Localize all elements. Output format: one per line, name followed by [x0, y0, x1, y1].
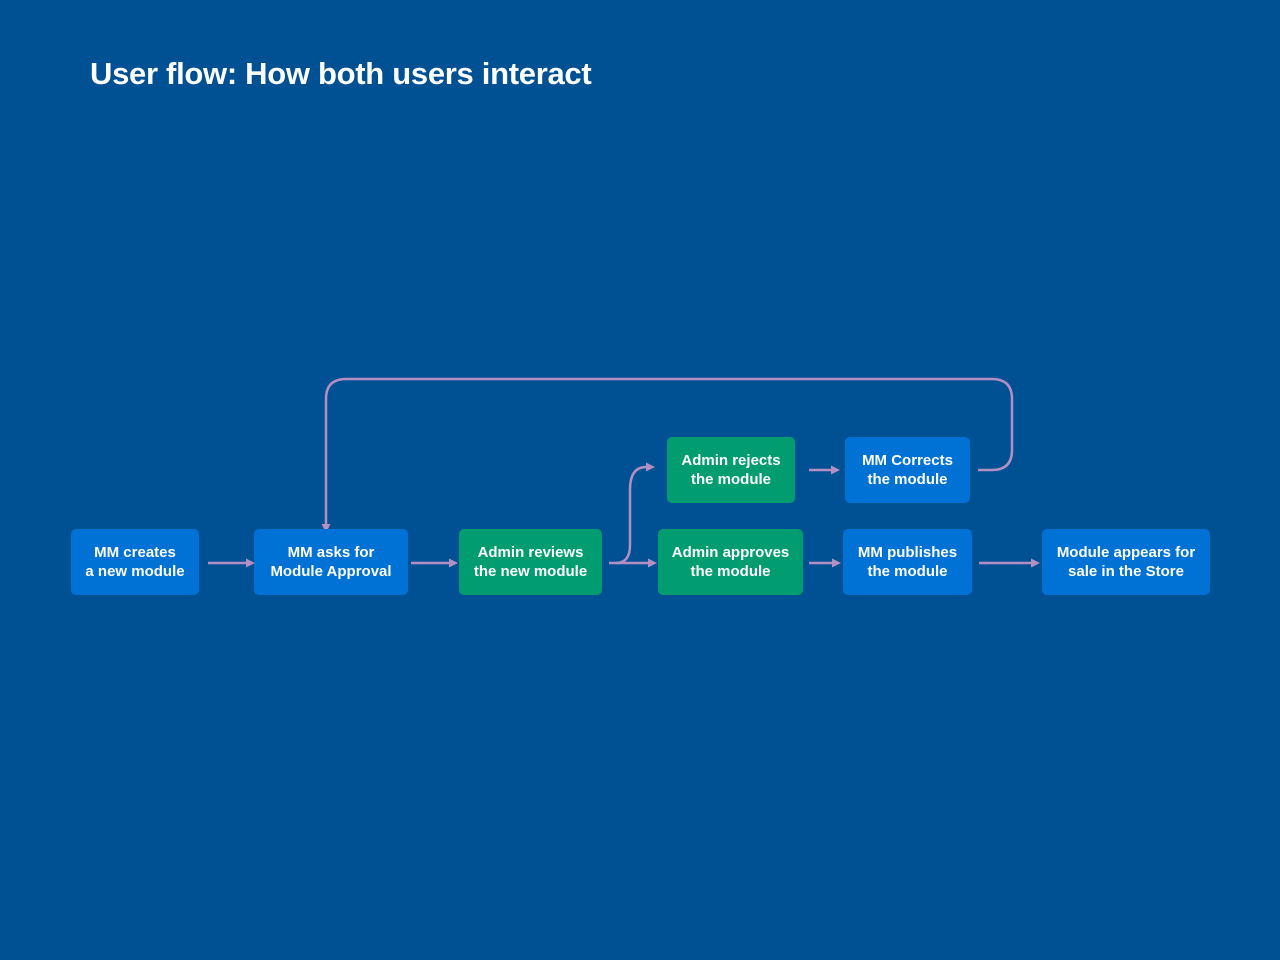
- node-admin-approves: Admin approves the module: [658, 529, 803, 595]
- edge-corrects-to-asks: [324, 377, 1014, 524]
- node-mm-asks: MM asks for Module Approval: [254, 529, 408, 595]
- arrowhead-rejects-to-corrects: [831, 465, 840, 475]
- arrowhead-creates-to-asks: [246, 558, 255, 568]
- node-label-line1: Admin reviews: [477, 544, 584, 561]
- node-label-line2: the module: [690, 471, 771, 488]
- node-admin-reviews: Admin reviews the new module: [459, 529, 602, 595]
- node-mm-publishes: MM publishes the module: [843, 529, 972, 595]
- node-label-line2: the module: [690, 563, 771, 580]
- node-label-line1: MM creates: [94, 544, 176, 561]
- node-label-line1: MM asks for: [287, 544, 375, 561]
- node-label-line2: the new module: [473, 563, 588, 580]
- arrowhead-approves-to-publishes: [832, 558, 841, 568]
- node-label-line2: the module: [867, 471, 948, 488]
- edge-reviews-to-rejects: [615, 465, 647, 565]
- node-mm-creates: MM creates a new module: [71, 529, 199, 595]
- arrowhead-asks-to-reviews: [449, 558, 458, 568]
- arrowhead-publishes-to-appears: [1031, 558, 1040, 568]
- node-label-line2: the module: [867, 563, 948, 580]
- page-title: User flow: How both users interact: [90, 56, 592, 91]
- node-label-line2: a new module: [85, 563, 185, 580]
- node-label-line1: MM publishes: [857, 544, 958, 561]
- node-label-line1: Module appears for: [1056, 544, 1196, 561]
- node-module-appears: Module appears for sale in the Store: [1042, 529, 1210, 595]
- arrowhead-corrects-to-asks: [321, 524, 331, 533]
- node-admin-rejects: Admin rejects the module: [667, 437, 795, 503]
- node-label-line1: Admin rejects: [681, 452, 781, 469]
- node-mm-corrects: MM Corrects the module: [845, 437, 970, 503]
- arrowhead-reviews-to-approves: [648, 558, 657, 568]
- node-label-line1: MM Corrects: [862, 452, 953, 469]
- node-label-line1: Admin approves: [671, 544, 790, 561]
- node-label-line2: Module Approval: [270, 563, 392, 580]
- arrowhead-reviews-to-rejects: [646, 462, 655, 472]
- node-label-line2: sale in the Store: [1068, 563, 1184, 580]
